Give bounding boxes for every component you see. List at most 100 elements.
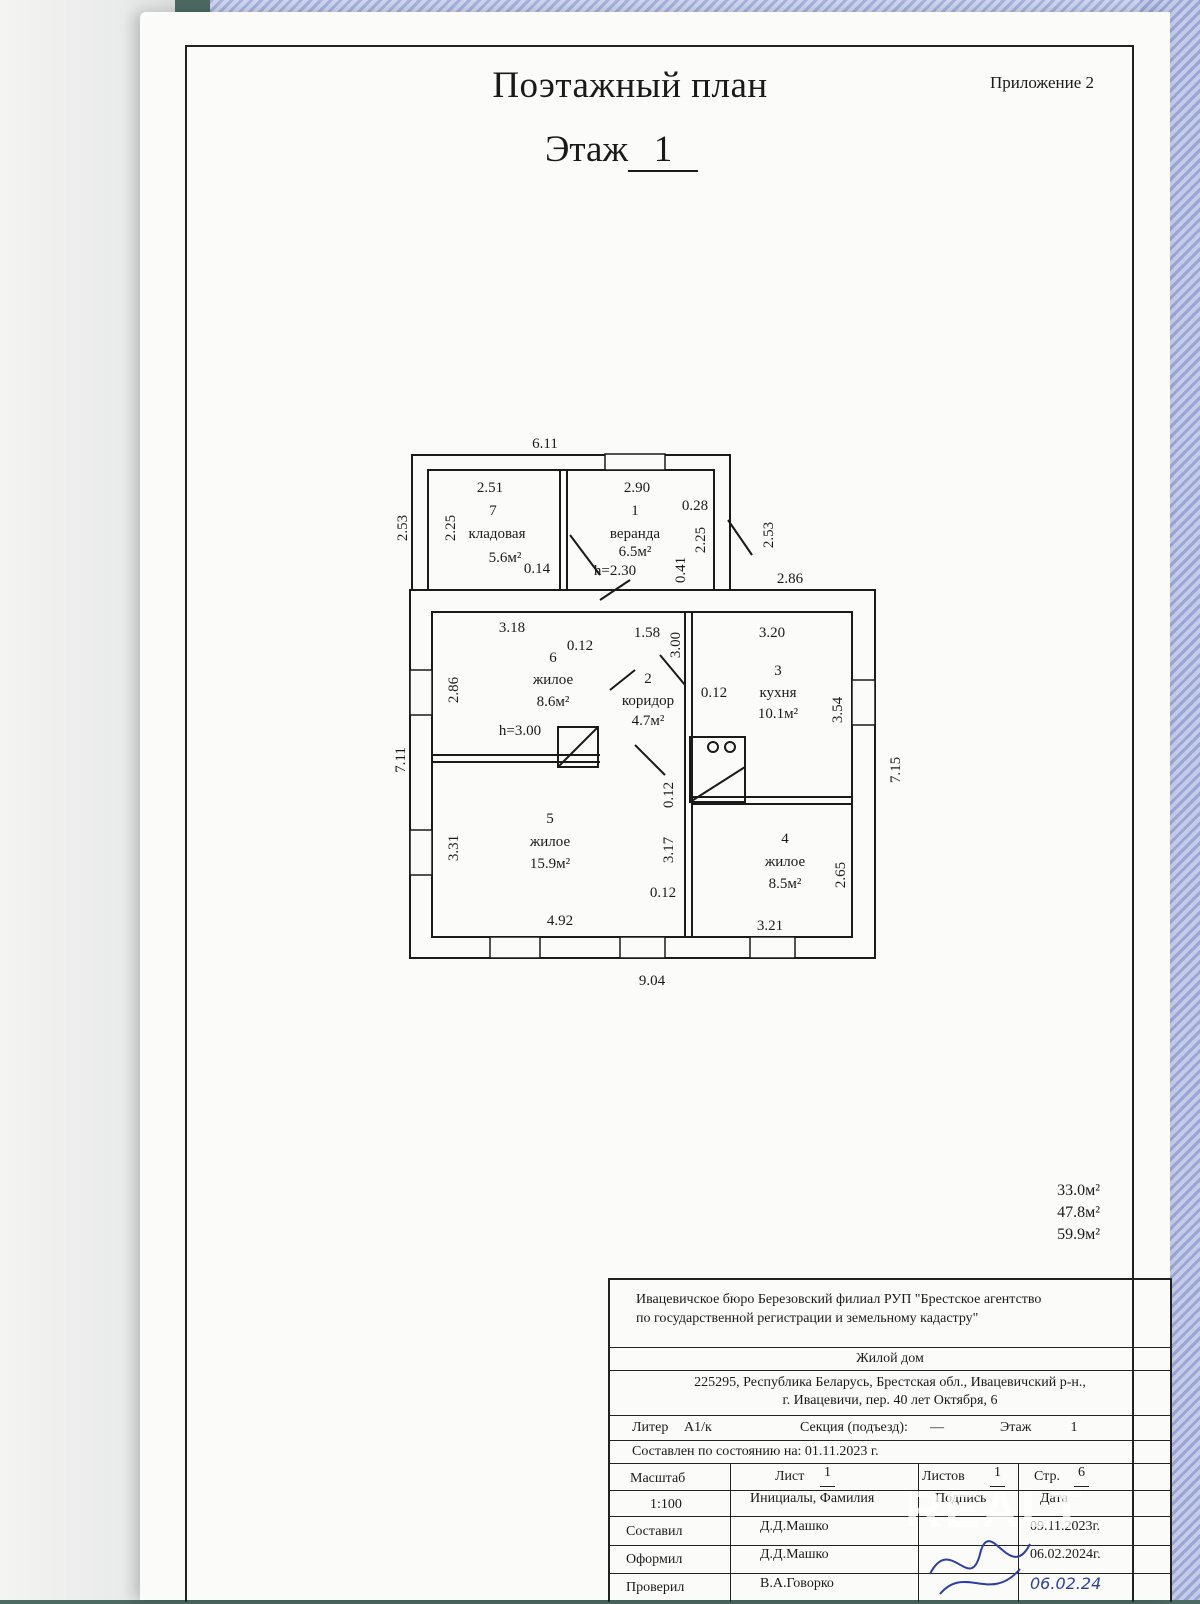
room-4-name: жилое	[764, 854, 806, 870]
room-1-wall: 0.28	[682, 498, 708, 514]
org-line-1: Ивацевичское бюро Березовский филиал РУП…	[636, 1292, 1042, 1307]
room-1-wall2: 0.41	[673, 557, 689, 583]
total-overall: 59.9м²	[1057, 1226, 1100, 1243]
room-6-number: 6	[549, 650, 557, 666]
appendix-label: Приложение 2	[990, 73, 1094, 92]
room-7-wall: 0.14	[524, 561, 551, 577]
role-compiled: Составил	[626, 1524, 683, 1539]
object-name: Жилой дом	[610, 1348, 1170, 1371]
date-line: Составлен по состоянию на: 01.11.2023 г.	[610, 1440, 1170, 1464]
watermark-logo: REALT	[905, 1481, 1085, 1539]
date-compiled: 09.11.2023г.	[1030, 1519, 1101, 1534]
floor-value-stamp: 1	[1050, 1416, 1098, 1441]
room-4-height: 2.65	[833, 862, 849, 888]
name-formatted: Д.Д.Машко	[760, 1547, 829, 1562]
room-5-name: жилое	[529, 834, 571, 850]
dim-step: 2.86	[777, 571, 804, 587]
floor-label: Этаж	[545, 129, 629, 170]
sheets-value: 1	[990, 1460, 1005, 1487]
room-7-storage: 2.51 7 кладовая 5.6м² 2.25 0.14	[443, 480, 551, 577]
area-totals: 33.0м² 47.8м² 59.9м²	[1000, 1180, 1100, 1246]
room-5-width: 4.92	[547, 913, 573, 929]
date-checked: 06.02.24	[1030, 1574, 1102, 1593]
room-5-wall: 0.12	[661, 782, 677, 808]
col-date: Дата	[1040, 1491, 1068, 1506]
dim-left: 7.11	[393, 747, 409, 773]
room-5-height: 3.31	[446, 835, 462, 861]
room-3-number: 3	[774, 663, 782, 679]
room-5-living: 5 жилое 15.9м² 4.92 3.31 0.12	[446, 782, 677, 929]
address: 225295, Республика Беларусь, Брестская о…	[610, 1370, 1170, 1416]
total-general: 47.8м²	[1057, 1204, 1100, 1221]
total-living: 33.0м²	[1057, 1182, 1100, 1199]
liter-value: А1/к	[680, 1416, 716, 1441]
room-2-corridor: 1.58 2 коридор 4.7м² 3.00 0.12	[622, 625, 727, 729]
scale-label: Масштаб	[630, 1471, 686, 1486]
room-4-height2: 3.17	[661, 836, 677, 863]
room-5-area: 15.9м²	[530, 856, 571, 872]
scale-value: 1:100	[650, 1497, 682, 1512]
dim-top: 6.11	[532, 436, 558, 452]
room-6-height: 2.86	[446, 676, 462, 703]
signature-mark	[929, 1540, 1031, 1595]
room-7-area: 5.6м²	[489, 550, 522, 566]
col-names: Инициалы, Фамилия	[750, 1491, 875, 1506]
section-label: Секция (подъезд):	[800, 1420, 908, 1435]
address-line-2: г. Ивацевичи, пер. 40 лет Октября, 6	[782, 1393, 998, 1408]
house-outer-wall	[409, 589, 876, 959]
dim-right-top: 2.53	[761, 522, 777, 548]
address-line-1: 225295, Республика Беларусь, Брестская о…	[694, 1375, 1086, 1390]
room-1-veranda: 2.90 1 веранда 6.5м² h=2.30 2.25 0.28 0.…	[594, 480, 709, 583]
dim-bottom: 9.04	[639, 973, 666, 989]
section-value: —	[930, 1420, 944, 1435]
room-5-number: 5	[546, 811, 554, 827]
col-sign: Подпись	[935, 1491, 987, 1506]
room-1-number: 1	[631, 503, 639, 519]
room-6-name: жилое	[532, 672, 574, 688]
title-block: Ивацевичское бюро Березовский филиал РУП…	[608, 1278, 1172, 1602]
page-label: Стр.	[1034, 1469, 1060, 1484]
room-7-name: кладовая	[468, 526, 525, 542]
room-2-number: 2	[644, 671, 652, 687]
sheet-value: 1	[820, 1460, 835, 1487]
room-3-kitchen: 3.20 3 кухня 10.1м² 3.54	[758, 625, 846, 723]
sheets-label: Листов	[922, 1469, 965, 1484]
room-4-wall: 0.12	[650, 885, 676, 901]
dim-left-top: 2.53	[395, 515, 411, 541]
room-7-height: 2.25	[443, 515, 459, 541]
room-2-name: коридор	[622, 693, 674, 709]
page-value: 6	[1074, 1460, 1089, 1487]
room-4-number: 4	[781, 831, 789, 847]
room-2-height: 3.00	[668, 632, 684, 658]
room-2-area: 4.7м²	[632, 713, 665, 729]
room-6-living: 3.18 6 жилое 8.6м² h=3.00 2.86 0.12	[446, 620, 593, 739]
role-checked: Проверил	[626, 1580, 685, 1595]
name-checked: В.А.Говорко	[760, 1576, 834, 1591]
drawing-frame	[185, 45, 1134, 1602]
room-7-number: 7	[489, 503, 497, 519]
liter-row: Литер А1/к Секция (подъезд): — Этаж 1	[610, 1416, 1170, 1441]
room-6-area: 8.6м²	[537, 694, 570, 710]
room-1-name: веранда	[610, 526, 660, 542]
org-line-2: по государственной регистрации и земельн…	[636, 1311, 979, 1326]
room-3-height: 3.54	[830, 696, 846, 723]
organization: Ивацевичское бюро Березовский филиал РУП…	[610, 1280, 1170, 1348]
role-formatted: Оформил	[626, 1552, 683, 1567]
floor-label-stamp: Этаж	[1000, 1420, 1032, 1435]
room-4-area: 8.5м²	[769, 876, 802, 892]
name-compiled: Д.Д.Машко	[760, 1519, 829, 1534]
room-7-width: 2.51	[477, 480, 503, 496]
room-6-ceiling: h=3.00	[499, 723, 541, 739]
document-sheet	[140, 12, 1170, 1600]
floor-number: 1	[628, 130, 699, 172]
room-1-width: 2.90	[624, 480, 650, 496]
page-title: Поэтажный план	[492, 65, 768, 106]
room-2-width: 1.58	[634, 625, 660, 641]
room-1-ceiling: h=2.30	[594, 563, 636, 579]
room-3-area: 10.1м²	[758, 706, 799, 722]
room-6-wall: 0.12	[567, 638, 593, 654]
room-1-area: 6.5м²	[619, 544, 652, 560]
floor-plan: 6.11 9.04 7.11 7.15 2.53 2.53 2.86 2.51 …	[393, 436, 904, 989]
sheet-label: Лист	[775, 1469, 805, 1484]
room-3-name: кухня	[759, 685, 796, 701]
